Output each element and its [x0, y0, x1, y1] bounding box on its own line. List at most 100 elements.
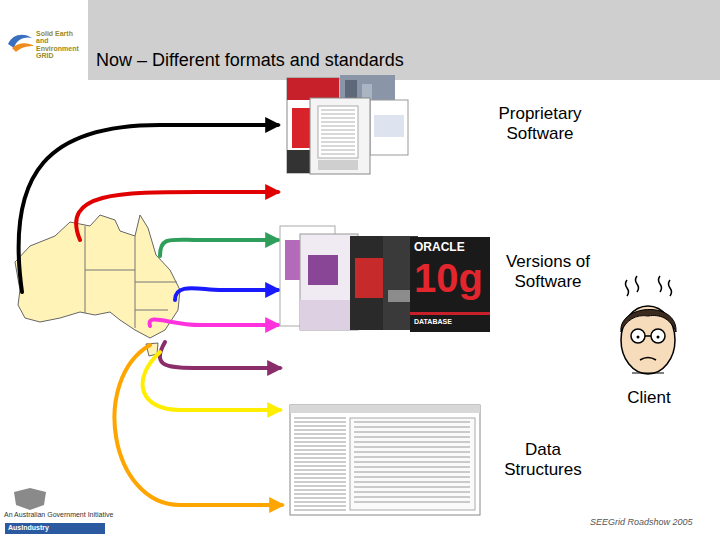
- line-shape: [354, 452, 470, 453]
- line-shape: [354, 447, 470, 448]
- rect-shape: [370, 100, 408, 155]
- line-shape: [354, 437, 470, 438]
- rect-shape: [88, 0, 720, 80]
- rect-shape: [318, 160, 358, 170]
- path-shape: [636, 276, 639, 292]
- line-shape: [294, 434, 346, 435]
- path-shape: [640, 358, 656, 361]
- rect-shape: [300, 234, 358, 330]
- panel-label: Proprietary Software: [475, 104, 605, 145]
- line-shape: [354, 462, 470, 463]
- line-shape: [354, 457, 470, 458]
- line-shape: [294, 470, 346, 471]
- line-shape: [354, 467, 470, 468]
- rect-shape: [290, 405, 480, 515]
- line-shape: [354, 497, 470, 498]
- line-shape: [354, 432, 470, 433]
- path-shape: [19, 125, 278, 292]
- line-shape: [294, 486, 346, 487]
- circle-shape: [651, 329, 665, 343]
- line-shape: [321, 118, 355, 119]
- line-shape: [294, 510, 346, 511]
- version-number: 10g: [414, 256, 488, 300]
- path-shape: [14, 488, 46, 510]
- rect-shape: [308, 255, 338, 285]
- line-shape: [321, 134, 355, 135]
- logo-text: An Australian Government Initiative: [4, 511, 134, 519]
- line-shape: [321, 154, 355, 155]
- line-shape: [354, 492, 470, 493]
- rect-shape: [388, 290, 413, 302]
- path-shape: [669, 280, 672, 296]
- line-shape: [294, 438, 346, 439]
- line-shape: [294, 462, 346, 463]
- line-shape: [294, 498, 346, 499]
- line-shape: [354, 482, 470, 483]
- line-shape: [294, 446, 346, 447]
- slide-title: Now – Different formats and standards: [96, 50, 404, 71]
- rect-shape: [310, 98, 370, 174]
- line-shape: [294, 494, 346, 495]
- circle-shape: [657, 336, 660, 339]
- path-shape: [150, 320, 278, 326]
- path-shape: [621, 309, 676, 332]
- panel-label: Versions of Software: [488, 252, 608, 293]
- path-shape: [12, 43, 34, 52]
- line-shape: [294, 458, 346, 459]
- path-shape: [143, 352, 280, 410]
- path-shape: [659, 276, 662, 292]
- rect-shape: [350, 418, 475, 510]
- line-shape: [321, 122, 355, 123]
- rect-shape: [318, 106, 358, 158]
- client-figure: Client: [598, 282, 690, 382]
- line-shape: [294, 502, 346, 503]
- g-shape: [321, 110, 355, 154]
- line-shape: [321, 150, 355, 151]
- line-shape: [294, 474, 346, 475]
- rect-shape: [300, 300, 358, 330]
- line-shape: [321, 126, 355, 127]
- logo-text: AusIndustry: [8, 524, 103, 532]
- line-shape: [294, 506, 346, 507]
- line-shape: [354, 477, 470, 478]
- path-shape: [175, 288, 278, 300]
- data-panel: Data Structures: [290, 405, 482, 517]
- path-shape: [160, 240, 278, 256]
- path-shape: [626, 280, 629, 296]
- software-panel: Proprietary Software: [285, 75, 410, 175]
- line-shape: [321, 138, 355, 139]
- line-shape: [321, 130, 355, 131]
- line-shape: [321, 114, 355, 115]
- line-shape: [294, 418, 346, 419]
- path-shape: [76, 192, 278, 240]
- path-shape: [160, 342, 280, 368]
- rect-shape: [290, 405, 480, 413]
- line-shape: [354, 487, 470, 488]
- line-shape: [294, 466, 346, 467]
- line-shape: [294, 422, 346, 423]
- logo-text: ORACLE: [414, 241, 488, 254]
- line-shape: [294, 426, 346, 427]
- line-shape: [294, 454, 346, 455]
- line-shape: [321, 110, 355, 111]
- logo-text: Solid Earth and Environment GRID: [36, 30, 82, 59]
- rect-shape: [5, 523, 105, 534]
- line-shape: [321, 146, 355, 147]
- line-shape: [294, 482, 346, 483]
- g-shape: [294, 418, 470, 510]
- panel-label: Data Structures: [490, 440, 596, 481]
- line-shape: [321, 142, 355, 143]
- line-shape: [354, 427, 470, 428]
- line-shape: [354, 502, 470, 503]
- line-shape: [294, 490, 346, 491]
- rect-shape: [410, 237, 490, 332]
- path-shape: [645, 335, 651, 337]
- g-shape: [19, 125, 282, 505]
- rect-shape: [410, 312, 490, 315]
- rect-shape: [374, 115, 404, 137]
- line-shape: [294, 430, 346, 431]
- g-shape: [626, 276, 672, 296]
- rect-shape: [355, 258, 385, 298]
